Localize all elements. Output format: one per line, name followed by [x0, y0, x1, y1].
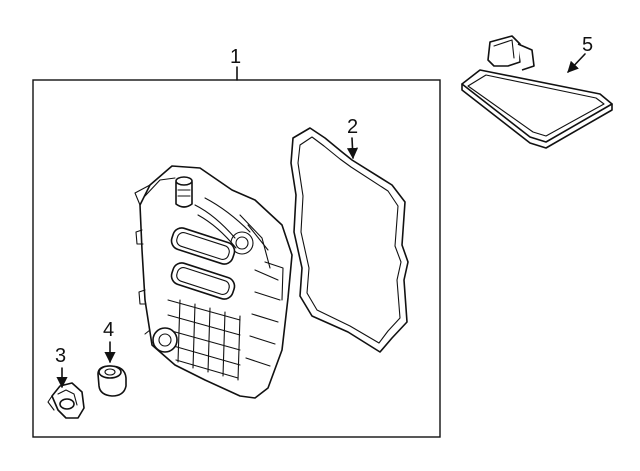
- gasket-part[interactable]: [290, 127, 409, 353]
- clip-part[interactable]: [47, 382, 85, 419]
- washer-part[interactable]: [97, 365, 127, 397]
- callout-leader-5: [567, 53, 586, 73]
- filter-part[interactable]: [461, 35, 613, 149]
- callout-4[interactable]: 4: [103, 319, 114, 341]
- callout-leader-2: [346, 137, 359, 160]
- callout-1[interactable]: 1: [230, 46, 241, 68]
- callout-3[interactable]: 3: [55, 345, 66, 367]
- callout-5[interactable]: 5: [582, 34, 593, 56]
- oil-pan-part[interactable]: [134, 165, 293, 399]
- callout-2[interactable]: 2: [347, 116, 358, 138]
